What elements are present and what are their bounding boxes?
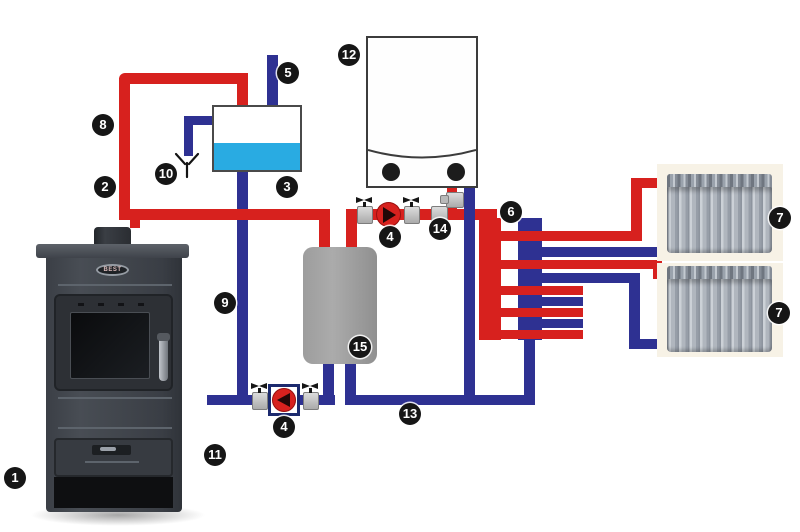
callout-10: 10 [155, 163, 177, 185]
pipe-radiator1-supply-top [631, 178, 672, 188]
pipe-main-return [345, 395, 535, 405]
pipe-radiator2-return-v [629, 273, 640, 349]
radiator-2-sections [667, 279, 772, 352]
pipe-radiator1-return [542, 247, 670, 257]
radiator-1-sections [667, 187, 772, 253]
return-valve-right-handle [302, 383, 318, 390]
stove-brand-text: BEST [103, 267, 122, 273]
wall-boiler-panel-curve [368, 149, 476, 159]
stove-trim-line-2 [58, 397, 172, 399]
stove-brand-badge: BEST [96, 264, 129, 276]
return-valve-left [252, 392, 268, 410]
expansion-tank [212, 105, 302, 172]
pipe-main-supply [346, 209, 497, 220]
callout-7: 7 [769, 207, 791, 229]
pipe-makeup-inlet [267, 55, 278, 108]
overflow-funnel-icon [174, 152, 200, 179]
supply-valve-right-handle [403, 197, 419, 204]
callout-7: 7 [768, 302, 790, 324]
stove-drawer-pull [100, 447, 116, 451]
callout-5: 5 [277, 62, 299, 84]
callout-6: 6 [500, 201, 522, 223]
manifold-supply-stub-1 [501, 286, 583, 295]
return-valve-left-handle [251, 383, 267, 390]
pipe-expansion-feed [237, 78, 248, 109]
return-valve-right-stem [309, 388, 312, 393]
callout-3: 3 [276, 176, 298, 198]
stove-door-vent [138, 303, 144, 306]
pipe-safety-riser [119, 78, 130, 220]
wall-boiler-knob-right [447, 163, 465, 181]
callout-11: 11 [204, 444, 226, 466]
callout-14: 14 [429, 218, 451, 240]
pipe-stove-supply-horizontal [119, 209, 330, 220]
manifold-return-stub-2 [542, 319, 583, 328]
radiator-1-header [667, 174, 772, 189]
expansion-tank-water [214, 143, 300, 170]
pump-flow-arrow-left [277, 392, 290, 407]
pipe-overflow-vertical [184, 116, 193, 156]
supply-valve-left-handle [356, 197, 372, 204]
callout-1: 1 [4, 467, 26, 489]
pipe-stove-outlet-stub [130, 219, 140, 228]
stove-flue-collar [94, 227, 131, 247]
return-valve-left-stem [258, 388, 261, 393]
callout-13: 13 [399, 403, 421, 425]
wall-boiler-knob-left [382, 163, 400, 181]
pipe-radiator1-supply-v [631, 178, 642, 241]
stove-ash-drawer [54, 438, 173, 477]
callout-8: 8 [92, 114, 114, 136]
return-valve-right [303, 392, 319, 410]
stove-door-vent [98, 303, 104, 306]
pipe-buffer-inlet-riser [323, 358, 334, 405]
pump-flow-arrow-right [383, 206, 396, 223]
pipe-buffer-top-out [346, 209, 357, 251]
stove-door-glass [70, 312, 150, 379]
pipe-boiler-return [464, 184, 475, 405]
callout-15: 15 [349, 336, 371, 358]
callout-4: 4 [273, 416, 295, 438]
manifold-supply-bar [479, 218, 501, 340]
pipe-manifold-return-drop [524, 336, 535, 400]
supply-valve-right-stem [410, 202, 413, 207]
stove-drawer-line [85, 461, 139, 463]
callout-4: 4 [379, 226, 401, 248]
stove-door-vent [78, 303, 84, 306]
callout-12: 12 [338, 44, 360, 66]
pipe-expansion-down [237, 168, 248, 404]
circulation-pump-top [376, 202, 401, 227]
wall-boiler-casing [366, 36, 478, 188]
pipe-radiator2-supply-h [501, 260, 662, 269]
callout-2: 2 [94, 176, 116, 198]
stove-trim-line-1 [58, 284, 172, 286]
pipe-buffer-outlet-drop [345, 358, 356, 400]
manifold-supply-stub-3 [501, 330, 583, 339]
manifold-supply-stub-2 [501, 308, 583, 317]
supply-valve-right [404, 206, 420, 224]
callout-9: 9 [214, 292, 236, 314]
pipe-overflow-horizontal [184, 116, 213, 125]
stove-door-vent [118, 303, 124, 306]
pipe-buffer-top-in [319, 209, 330, 251]
supply-valve-left-stem [363, 202, 366, 207]
stove-top-plate [36, 244, 189, 258]
pipe-safety-top [119, 73, 248, 84]
radiator-2-header [667, 266, 772, 281]
pipe-radiator2-return-bottom [629, 339, 670, 349]
supply-valve-left [357, 206, 373, 224]
stove-trim-line-3 [58, 427, 172, 429]
boiler-fitting-lever [440, 195, 449, 204]
manifold-return-stub-1 [542, 297, 583, 306]
circulation-pump-bottom [272, 388, 296, 412]
stove-door-handle [159, 336, 168, 381]
pipe-radiator2-return-h [542, 273, 640, 283]
stove-wood-compartment [54, 477, 173, 508]
pipe-radiator1-supply-h [501, 231, 642, 241]
stove-door-handle-cap [157, 333, 170, 341]
